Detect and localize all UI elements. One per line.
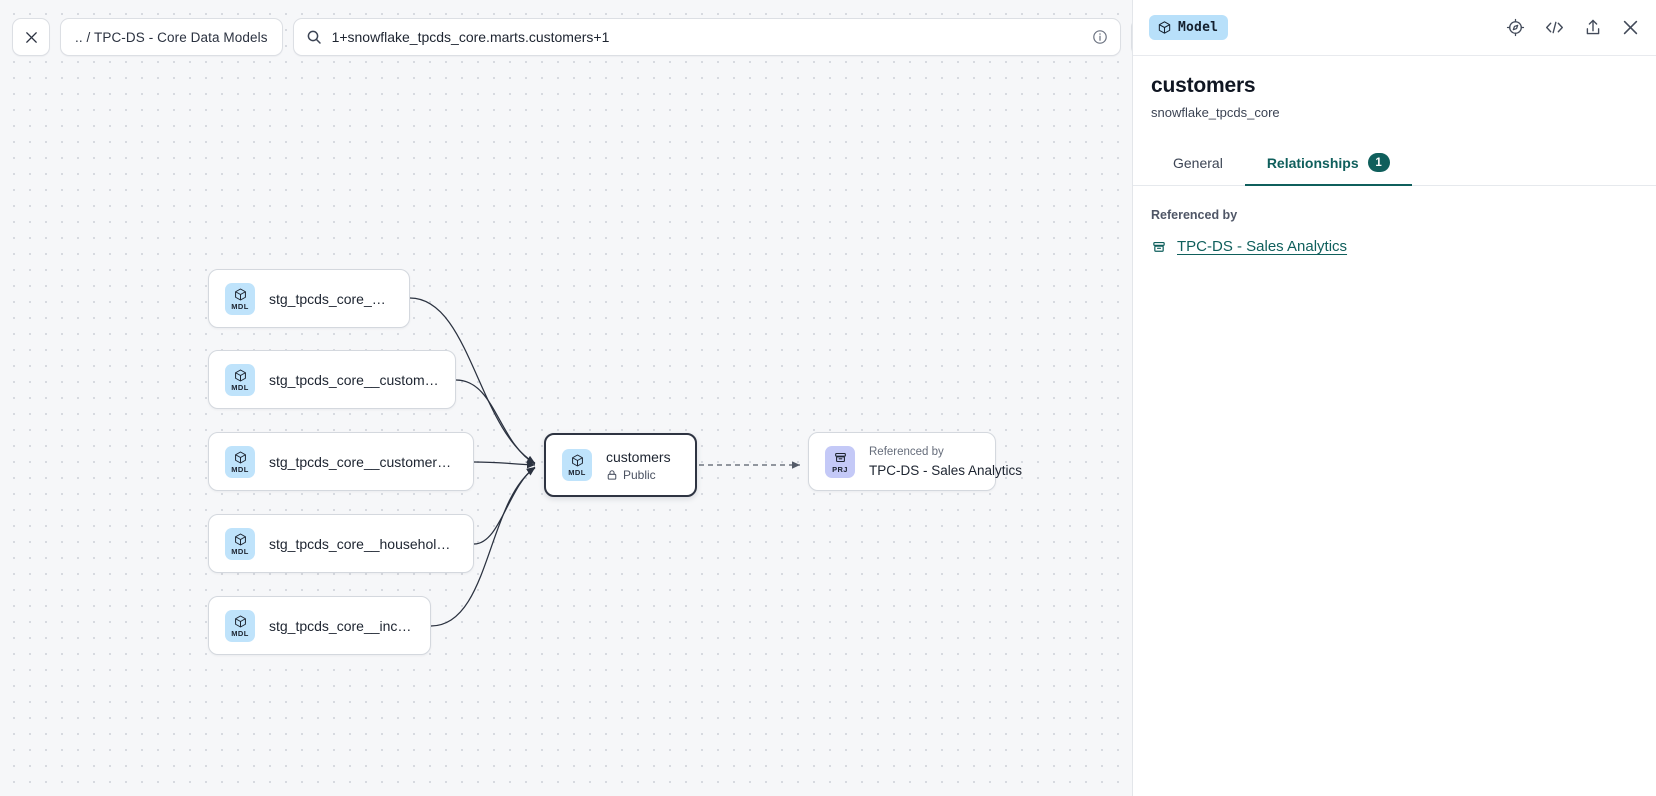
node-body: Referenced by TPC-DS - Sales Analytics xyxy=(869,445,1023,479)
project-icon xyxy=(1151,239,1167,255)
explore-icon[interactable] xyxy=(1506,18,1525,37)
cube-icon xyxy=(233,614,248,629)
node-type-chip: MDL xyxy=(225,527,255,560)
node-type-chip: MDL xyxy=(225,609,255,642)
lineage-canvas[interactable]: .. / TPC-DS - Core Data Models 1+snowfla… xyxy=(0,0,1132,796)
node-visibility: Public xyxy=(606,468,671,482)
referenced-by-list: TPC-DS - Sales Analytics xyxy=(1151,238,1638,255)
node-type-label: MDL xyxy=(568,468,586,477)
node-type-label: MDL xyxy=(231,382,249,392)
status-badge: Model xyxy=(1149,15,1229,40)
node-type-chip: MDL xyxy=(225,282,255,315)
node-eyebrow: Referenced by xyxy=(869,445,944,458)
lock-icon xyxy=(606,469,618,481)
tab-label: General xyxy=(1173,154,1223,171)
code-icon[interactable] xyxy=(1544,18,1565,37)
info-icon[interactable] xyxy=(1092,29,1108,45)
node-label: stg_tpcds_core__customer_address xyxy=(269,371,439,388)
node-type-chip: MDL xyxy=(562,449,592,481)
panel-actions xyxy=(1506,18,1640,37)
project-icon xyxy=(833,450,848,465)
refresh-button[interactable] xyxy=(1130,18,1132,56)
breadcrumb[interactable]: .. / TPC-DS - Core Data Models xyxy=(60,18,283,56)
cube-icon xyxy=(233,532,248,547)
close-lineage-button[interactable] xyxy=(12,18,50,56)
graph-node[interactable]: MDL stg_tpcds_core__customer xyxy=(208,269,410,328)
node-label: stg_tpcds_core__customer_demogra… xyxy=(269,453,457,470)
graph-node-project[interactable]: PRJ Referenced by TPC-DS - Sales Analytics xyxy=(808,432,1023,491)
node-type-chip: MDL xyxy=(225,445,255,478)
tab-count: 1 xyxy=(1367,153,1390,172)
list-item[interactable]: TPC-DS - Sales Analytics xyxy=(1151,238,1638,255)
node-type-label: MDL xyxy=(231,464,249,474)
details-panel: Model xyxy=(1132,0,1656,796)
search-input[interactable]: 1+snowflake_tpcds_core.marts.customers+1 xyxy=(292,18,1121,56)
node-type-chip: MDL xyxy=(225,363,255,396)
node-label: stg_tpcds_core__customer xyxy=(269,290,393,307)
search-value: 1+snowflake_tpcds_core.marts.customers+1 xyxy=(331,29,610,45)
close-panel-icon[interactable] xyxy=(1621,18,1640,37)
tab-general[interactable]: General xyxy=(1151,144,1245,186)
close-icon xyxy=(24,30,39,45)
node-type-chip: PRJ xyxy=(825,445,855,478)
tab-relationships[interactable]: Relationships 1 xyxy=(1244,144,1412,186)
graph-node[interactable]: MDL stg_tpcds_core__customer_demogra… xyxy=(208,432,474,491)
panel-header: customers snowflake_tpcds_core xyxy=(1133,56,1656,120)
node-type-label: MDL xyxy=(231,301,249,311)
lineage-toolbar: .. / TPC-DS - Core Data Models 1+snowfla… xyxy=(12,18,1132,56)
node-label: TPC-DS - Sales Analytics xyxy=(869,462,1023,478)
node-type-label: PRJ xyxy=(832,464,848,474)
share-icon[interactable] xyxy=(1584,18,1602,37)
graph-node[interactable]: MDL stg_tpcds_core__income_band xyxy=(208,596,431,655)
panel-toolbar: Model xyxy=(1133,0,1656,56)
node-label: stg_tpcds_core__household_demogr… xyxy=(269,535,457,552)
cube-icon xyxy=(233,368,248,383)
panel-subtitle: snowflake_tpcds_core xyxy=(1151,105,1280,120)
node-label: customers xyxy=(606,448,671,465)
graph-node[interactable]: MDL stg_tpcds_core__household_demogr… xyxy=(208,514,474,573)
search-icon xyxy=(306,29,322,45)
lineage-edges xyxy=(409,297,800,627)
relationships-section: Referenced by TPC-DS - Sales Analytics xyxy=(1133,186,1656,255)
node-type-label: MDL xyxy=(231,546,249,556)
section-label: Referenced by xyxy=(1151,208,1238,222)
node-type-label: MDL xyxy=(231,628,249,638)
cube-icon xyxy=(570,453,585,468)
panel-tabs: General Relationships 1 xyxy=(1133,144,1656,186)
page-title: customers xyxy=(1151,74,1256,97)
node-label: stg_tpcds_core__income_band xyxy=(269,617,414,634)
list-item-label[interactable]: TPC-DS - Sales Analytics xyxy=(1177,238,1348,255)
cube-icon xyxy=(233,450,248,465)
node-visibility-label: Public xyxy=(623,467,656,482)
cube-icon xyxy=(233,287,248,302)
cube-icon xyxy=(1157,20,1172,35)
status-badge-label: Model xyxy=(1178,20,1219,35)
breadcrumb-label: .. / TPC-DS - Core Data Models xyxy=(75,29,268,45)
tab-label: Relationships xyxy=(1266,154,1359,171)
graph-node[interactable]: MDL stg_tpcds_core__customer_address xyxy=(208,350,456,409)
